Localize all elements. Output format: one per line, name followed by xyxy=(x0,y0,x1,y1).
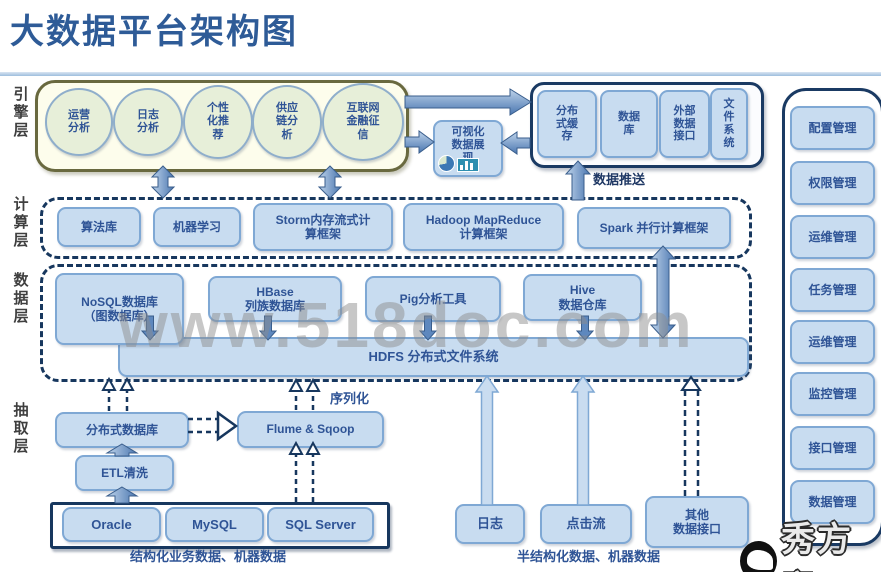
serving-box-file-system: 文 件 系 统 xyxy=(710,88,748,160)
arrow-engine-to-serving xyxy=(404,88,532,116)
source-box-other-interfaces: 其他 数据接口 xyxy=(645,496,749,548)
data-box-hbase: HBase 列族数据库 xyxy=(208,276,342,322)
title-underline xyxy=(0,72,881,76)
extract-box-etl: ETL清洗 xyxy=(75,455,174,491)
data-box-nosql: NoSQL数据库 （图数据库） xyxy=(55,273,184,345)
management-column-container xyxy=(782,88,881,546)
engine-node-operations-analysis: 运营 分析 xyxy=(45,88,113,156)
serving-box-database: 数据 库 xyxy=(600,90,658,158)
mgmt-box-data: 数据管理 xyxy=(790,480,875,524)
mgmt-box-task: 任务管理 xyxy=(790,268,875,312)
pie-chart-icon xyxy=(438,155,455,172)
visualization-icons xyxy=(438,155,479,172)
structured-sources-caption: 结构化业务数据、机器数据 xyxy=(130,549,287,564)
arrow-distributed-db-up xyxy=(107,389,129,411)
source-box-mysql: MySQL xyxy=(165,507,264,542)
serving-box-distributed-cache: 分布 式缓 存 xyxy=(537,90,597,158)
layer-label-engine: 引 擎 层 xyxy=(13,86,29,139)
mgmt-box-ops-1: 运维管理 xyxy=(790,215,875,259)
logo-bird-icon xyxy=(740,541,778,572)
arrow-flume-up xyxy=(294,390,315,410)
source-box-oracle: Oracle xyxy=(62,507,161,542)
xiu-fangan-logo: 秀方案 xyxy=(740,512,881,572)
layer-label-extract: 抽 取 层 xyxy=(13,402,29,455)
watermark: www.518doc.com xyxy=(118,289,695,361)
arrow-other-interface-to-hdfs xyxy=(683,390,700,496)
source-box-clickstream: 点击流 xyxy=(540,504,632,544)
bar-chart-icon xyxy=(457,158,479,172)
engine-node-supply-chain-analysis: 供应 链分 析 xyxy=(252,85,322,159)
data-box-pig: Pig分析工具 xyxy=(365,276,501,322)
engine-node-log-analysis: 日志 分析 xyxy=(113,88,183,156)
mgmt-box-monitoring: 监控管理 xyxy=(790,372,875,416)
arrow-sources-to-flume xyxy=(294,452,315,502)
data-box-hive: Hive 数据仓库 xyxy=(523,274,642,321)
compute-layer-container xyxy=(40,197,752,259)
data-push-label: 数据推送 xyxy=(593,172,646,187)
compute-box-machine-learning: 机器学习 xyxy=(153,207,241,247)
serving-box-external-data-interface: 外部 数据 接口 xyxy=(659,90,710,158)
data-layer-container xyxy=(40,264,752,382)
engine-node-internet-finance-credit: 互联网 金融征 信 xyxy=(322,83,404,161)
compute-box-algorithm-library: 算法库 xyxy=(57,207,141,247)
visualization-box: 可视化 数据展 现 xyxy=(433,120,503,177)
source-box-sql-server: SQL Server xyxy=(267,507,374,542)
logo-text: 秀方案 xyxy=(781,521,854,572)
source-box-logs: 日志 xyxy=(455,504,525,544)
arrow-clickstream-to-hdfs xyxy=(570,374,596,506)
compute-box-spark: Spark 并行计算框架 xyxy=(577,207,731,249)
serialize-label: 序列化 xyxy=(330,391,370,406)
mgmt-box-interface: 接口管理 xyxy=(790,426,875,470)
arrow-engine-to-visualization xyxy=(404,130,435,154)
mgmt-box-ops-2: 运维管理 xyxy=(790,320,875,364)
visualization-label: 可视化 数据展 现 xyxy=(451,126,485,164)
compute-box-hadoop-mapreduce: Hadoop MapReduce 计算框架 xyxy=(403,203,564,251)
extract-box-flume-sqoop: Flume & Sqoop xyxy=(237,411,384,448)
arrow-db-to-flume xyxy=(188,417,219,434)
layer-label-compute: 计 算 层 xyxy=(13,196,29,249)
engine-node-personalized-recommendation: 个性 化推 荐 xyxy=(183,85,253,159)
page-title: 大数据平台架构图 xyxy=(10,13,298,51)
compute-box-storm: Storm内存流式计 算框架 xyxy=(253,203,393,251)
layer-label-data: 数 据 层 xyxy=(13,272,29,325)
arrow-serving-to-visualization xyxy=(500,131,531,155)
arrow-logs-to-hdfs xyxy=(474,374,500,506)
semi-structured-sources-caption: 半结构化数据、机器数据 xyxy=(517,549,661,564)
extract-box-distributed-db: 分布式数据库 xyxy=(55,412,189,448)
mgmt-box-config: 配置管理 xyxy=(790,106,875,150)
mgmt-box-permission: 权限管理 xyxy=(790,161,875,205)
